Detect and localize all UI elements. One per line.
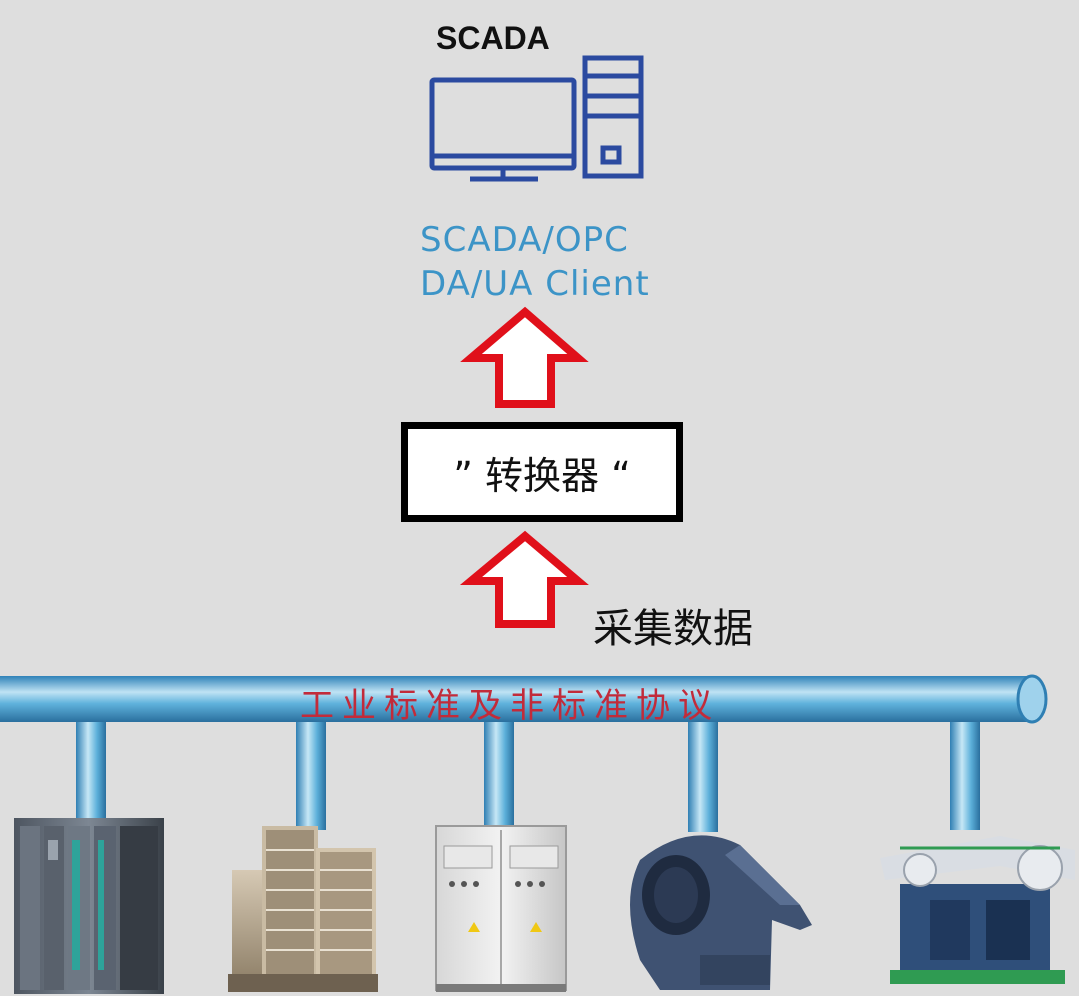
control-cabinet-image bbox=[435, 825, 567, 992]
buildings-image bbox=[228, 826, 378, 992]
client-label-line1: SCADA/OPC bbox=[420, 220, 629, 260]
compressor-image bbox=[880, 836, 1075, 984]
computer-tower-icon bbox=[582, 55, 644, 179]
computer-monitor-icon bbox=[429, 77, 577, 182]
pipe-drops bbox=[76, 712, 980, 832]
client-label: SCADA/OPC DA/UA Client bbox=[420, 218, 650, 306]
scada-title: SCADA bbox=[436, 20, 550, 56]
plc-rack-image bbox=[14, 818, 164, 994]
converter-box: ” 转换器 “ bbox=[401, 422, 683, 522]
arrow-up-icon bbox=[459, 530, 589, 628]
protocol-label: 工业标准及非标准协议 bbox=[300, 686, 720, 726]
industrial-fan-image bbox=[630, 835, 812, 990]
protocol-pipe bbox=[0, 674, 1048, 724]
collect-data-label: 采集数据 bbox=[593, 606, 753, 652]
converter-label: ” 转换器 “ bbox=[453, 453, 631, 498]
client-label-line2: DA/UA Client bbox=[420, 264, 650, 304]
arrow-up-icon bbox=[460, 306, 589, 408]
